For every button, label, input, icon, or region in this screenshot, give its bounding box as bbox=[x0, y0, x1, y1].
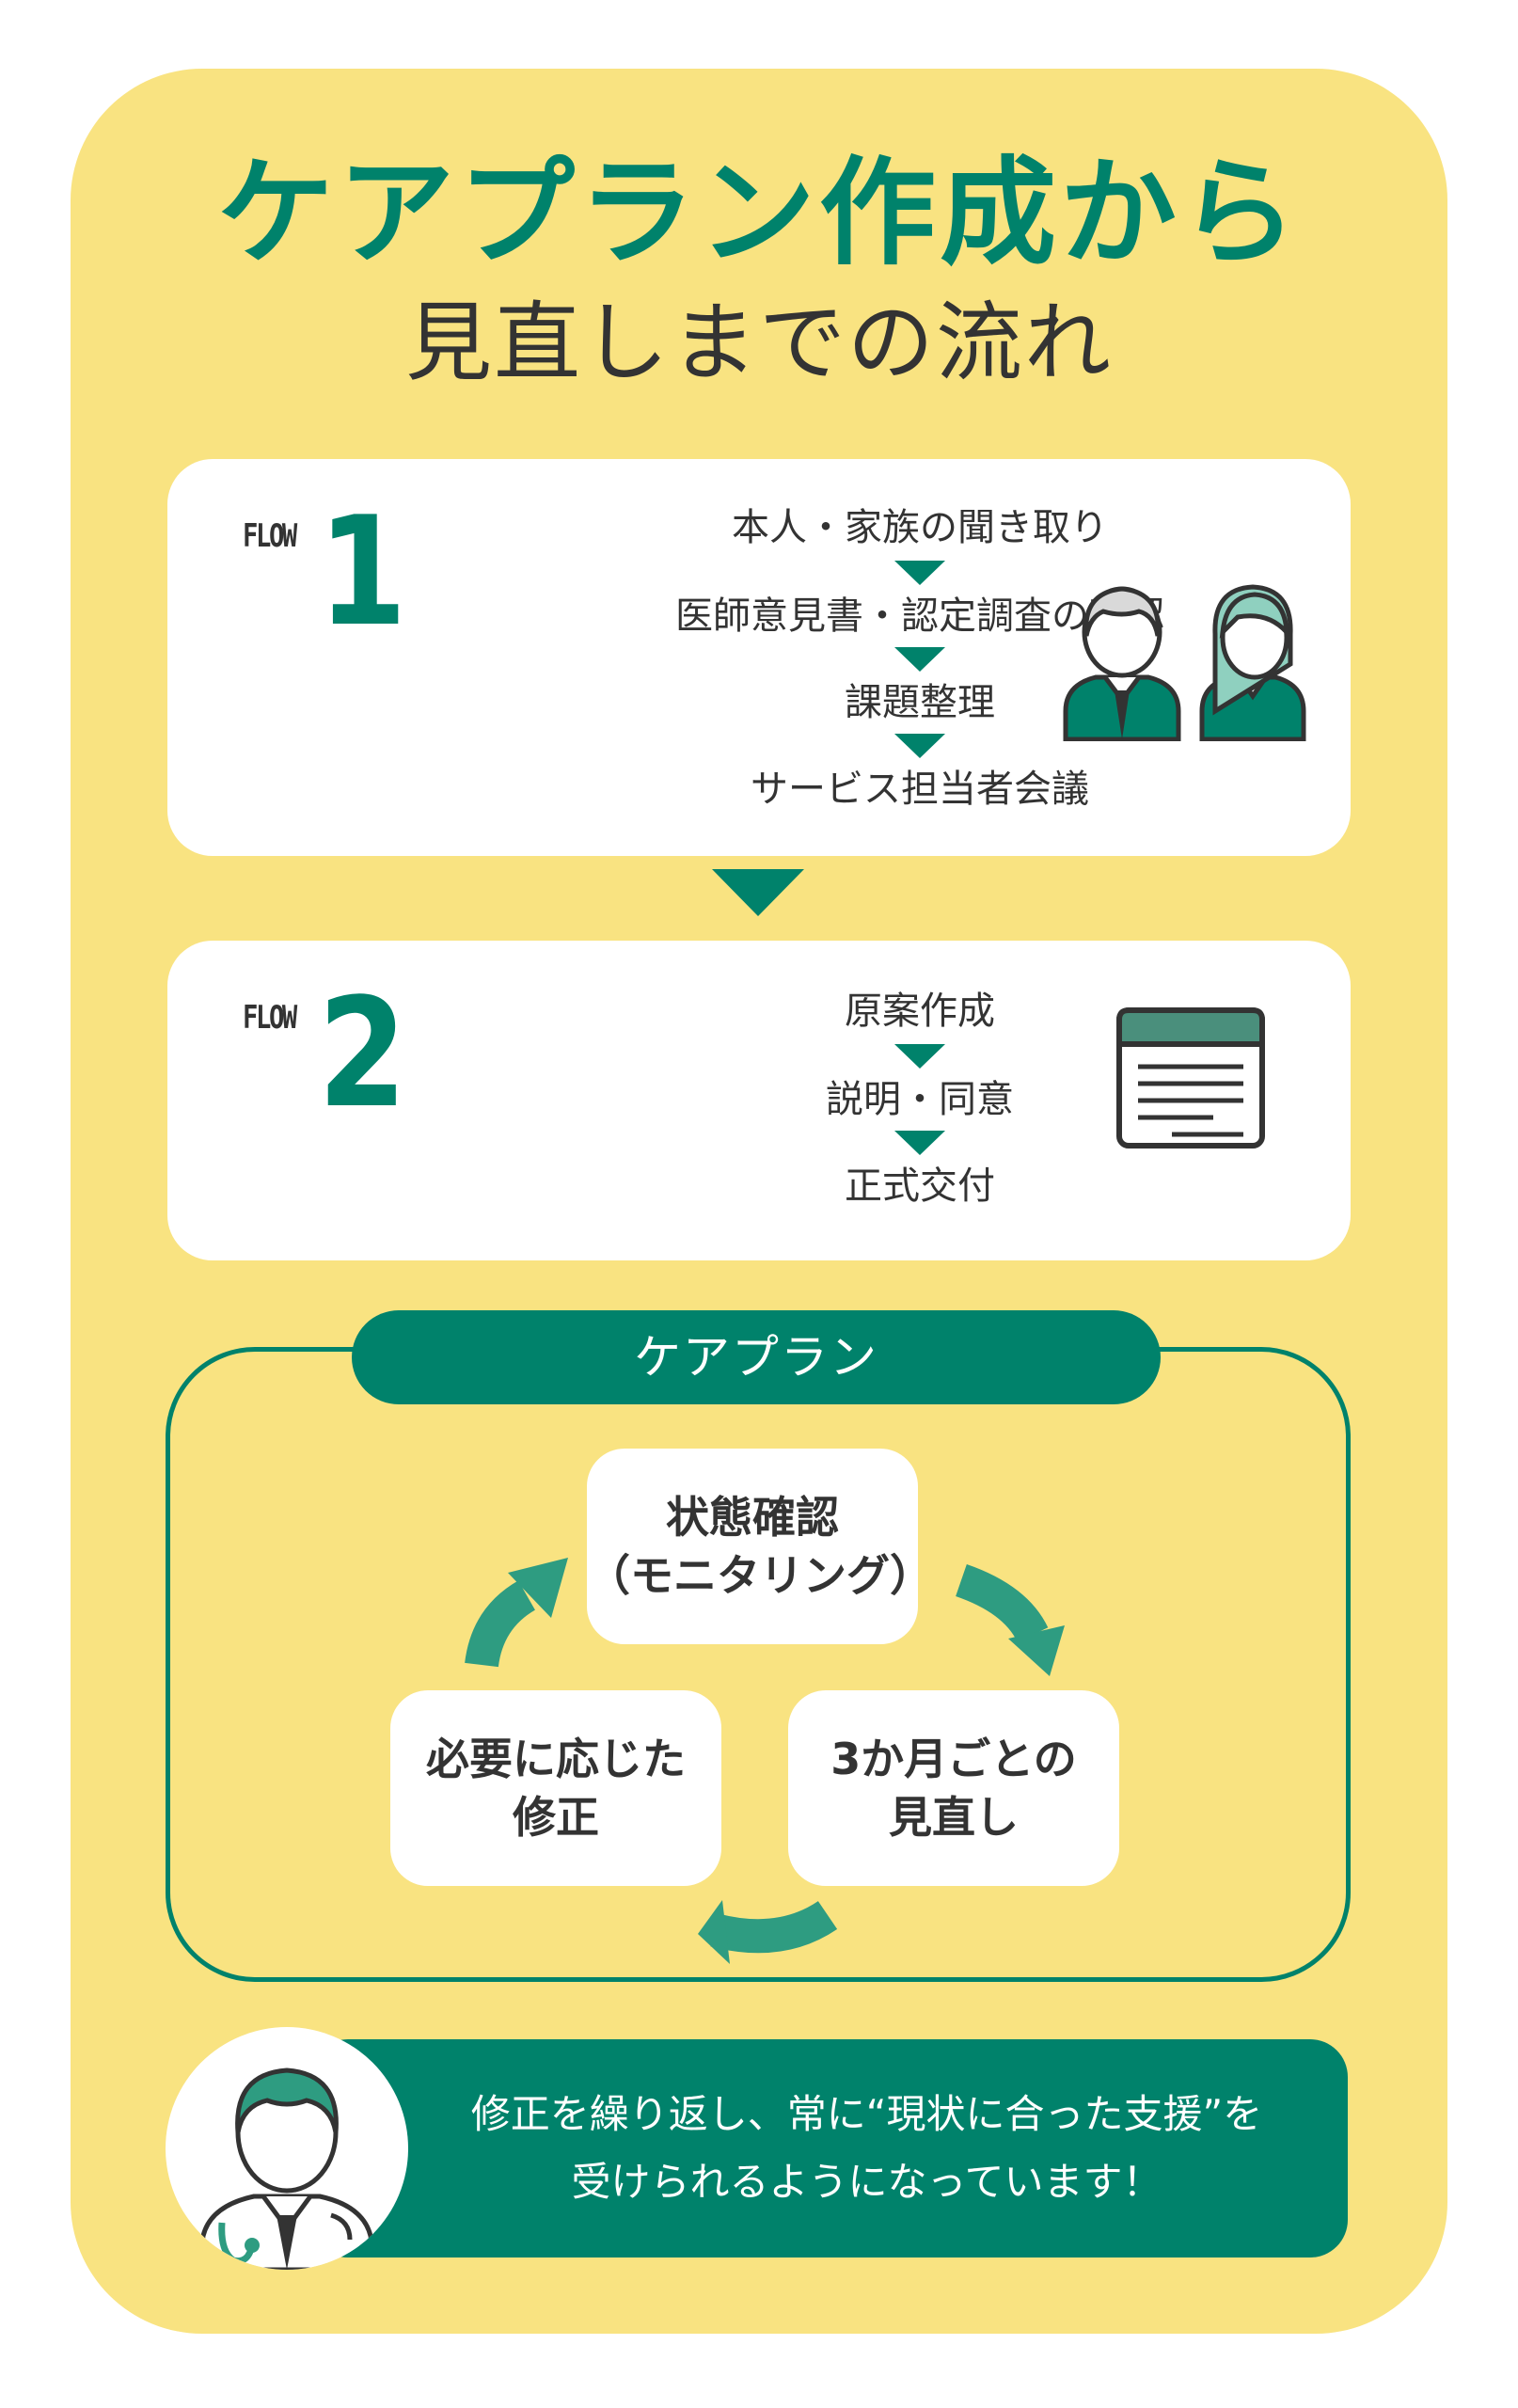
cycle-node-fix-line1: 必要に応じた bbox=[426, 1734, 686, 1784]
flow1-card: FLOW 1 本人・家族の聞き取り 医師意見書・認定調査の確認 課題整理 サービ… bbox=[167, 459, 1351, 856]
flow2-card: FLOW 2 原案作成 説明・同意 正式交付 bbox=[167, 941, 1351, 1260]
page-subtitle: 見直しまでの流れ bbox=[404, 293, 1113, 393]
flow1-arrow-1 bbox=[894, 561, 945, 585]
cycle-node-review: 3か月ごとの 見直し bbox=[788, 1690, 1119, 1886]
summary-line-1: 修正を繰り返し、常に“現状に合った支援”を bbox=[470, 2091, 1263, 2137]
doctor-avatar bbox=[166, 2027, 408, 2270]
page-title: ケアプラン作成から bbox=[216, 146, 1301, 281]
summary-banner: 修正を繰り返し、常に“現状に合った支援”を 受けられるようになっています！ bbox=[310, 2039, 1348, 2258]
flow2-arrow-2 bbox=[894, 1131, 945, 1155]
flow2-step-1: 原案作成 bbox=[845, 990, 995, 1033]
flow2-label: FLOW bbox=[243, 999, 297, 1037]
flow1-label: FLOW bbox=[243, 517, 297, 555]
flow1-step-1: 本人・家族の聞き取り bbox=[732, 506, 1108, 549]
cycle-node-fix: 必要に応じた 修正 bbox=[390, 1690, 721, 1886]
cycle-node-fix-line2: 修正 bbox=[513, 1792, 599, 1843]
flow-down-arrow bbox=[712, 869, 804, 916]
summary-line-2: 受けられるようになっています！ bbox=[571, 2159, 1162, 2205]
cycle-node-monitoring: 状態確認 （モニタリング） bbox=[587, 1449, 933, 1644]
cycle-node-review-line1: 3か月ごとの bbox=[830, 1734, 1077, 1784]
careplan-label: ケアプラン bbox=[352, 1310, 1161, 1404]
flow2-arrow-1 bbox=[894, 1044, 945, 1069]
flow1-step-4: サービス担当者会議 bbox=[751, 768, 1089, 811]
flow2-step-3: 正式交付 bbox=[845, 1164, 995, 1208]
woman-icon bbox=[1199, 584, 1306, 741]
document-icon bbox=[1116, 1007, 1265, 1149]
cycle-node-review-line2: 見直し bbox=[889, 1792, 1019, 1843]
flow2-step-2: 説明・同意 bbox=[826, 1078, 1014, 1121]
cycle-node-monitoring-line2: （モニタリング） bbox=[587, 1550, 933, 1601]
flow1-arrow-3 bbox=[894, 734, 945, 758]
flow1-number: 1 bbox=[318, 483, 407, 659]
flow1-step-3: 課題整理 bbox=[845, 681, 995, 724]
cycle-node-monitoring-line1: 状態確認 bbox=[666, 1492, 839, 1543]
flow2-number: 2 bbox=[318, 965, 407, 1141]
flow1-arrow-2 bbox=[894, 647, 945, 672]
elderly-man-icon bbox=[1063, 586, 1181, 741]
doctor-icon bbox=[197, 2067, 377, 2270]
